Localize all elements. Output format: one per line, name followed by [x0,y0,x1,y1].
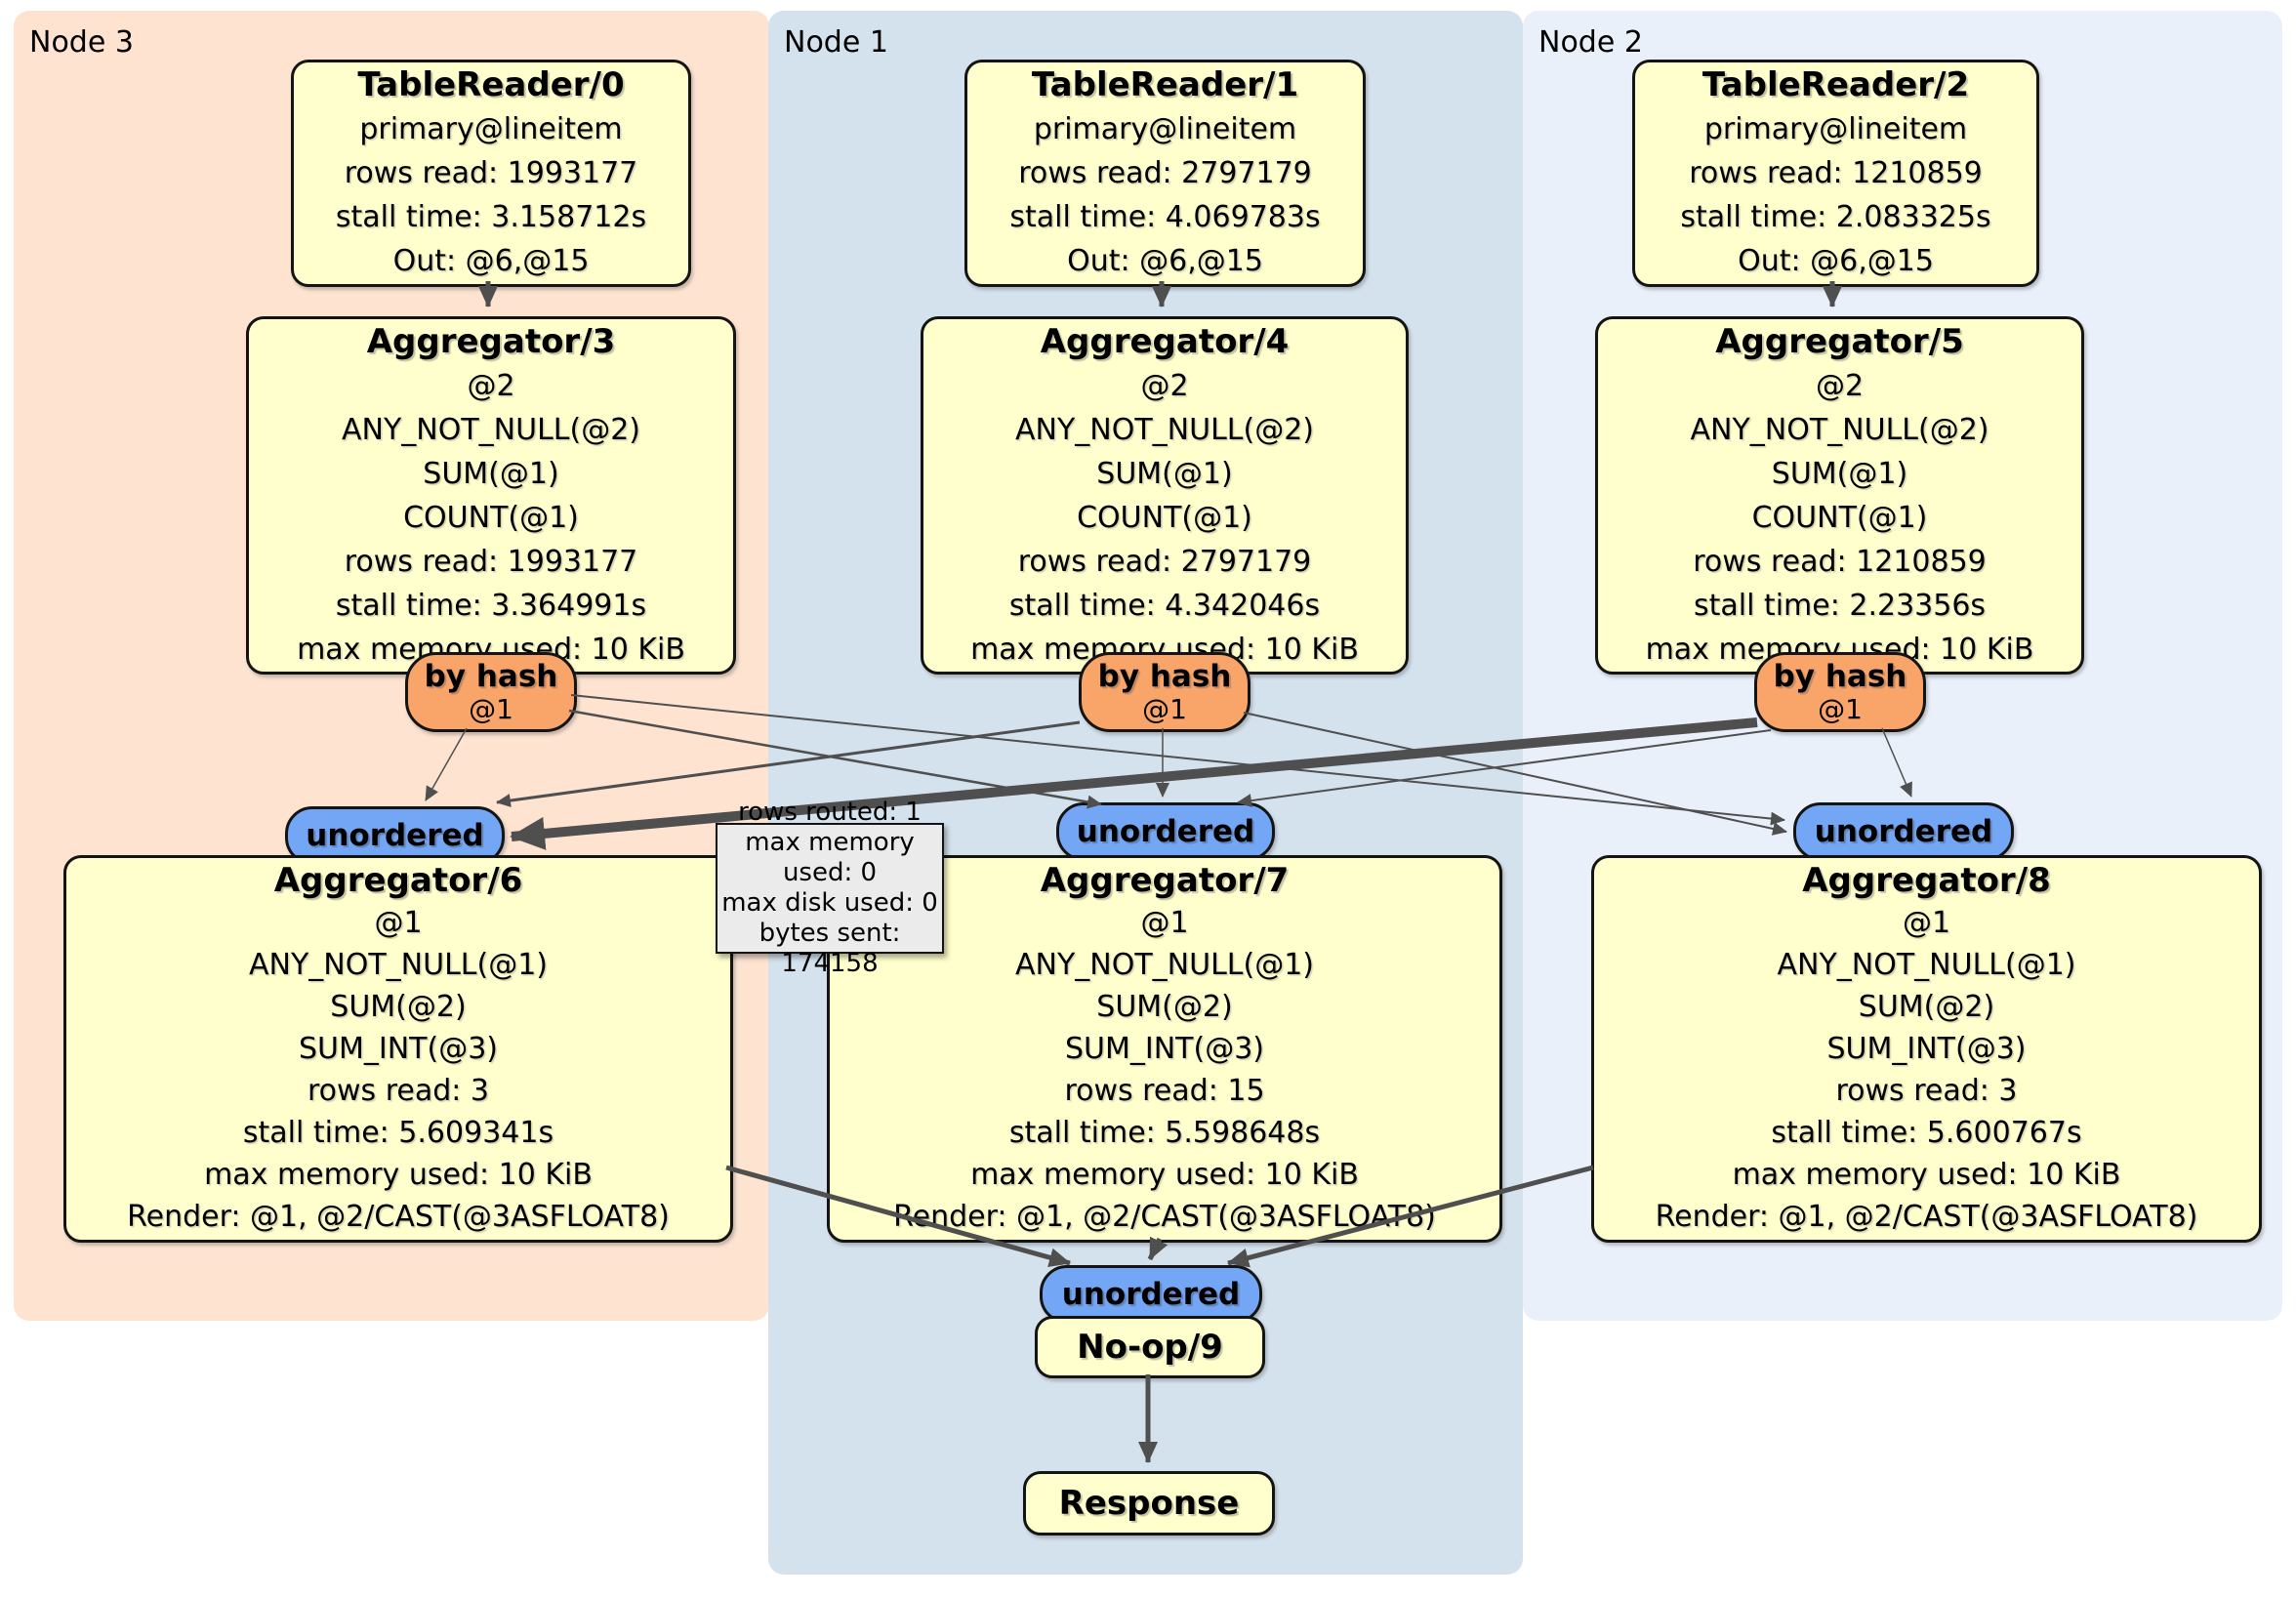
router-by-hash-node3[interactable]: by hash @1 [405,652,577,732]
processor-title: Aggregator/5 [1715,321,1964,361]
stream-unordered-node2[interactable]: unordered [1793,802,2014,861]
processor-title: Aggregator/6 [273,861,523,900]
processor-title: No-op/9 [1077,1327,1223,1367]
processor-tablereader-2[interactable]: TableReader/2 primary@lineitem rows read… [1632,60,2039,287]
tooltip-line: bytes sent: 174158 [758,919,901,978]
processor-aggregator-4[interactable]: Aggregator/4 @2 ANY_NOT_NULL(@2) SUM(@1)… [921,316,1409,675]
processor-title: Aggregator/8 [1802,861,2051,900]
processor-title: TableReader/1 [1031,65,1299,104]
panel-label-node-3: Node 3 [29,25,134,60]
stream-unordered-node1[interactable]: unordered [1056,802,1275,861]
processor-aggregator-3[interactable]: Aggregator/3 @2 ANY_NOT_NULL(@2) SUM(@1)… [246,316,736,675]
processor-title: Aggregator/7 [1040,861,1290,900]
router-by-hash-node2[interactable]: by hash @1 [1754,652,1926,732]
tooltip-line: rows routed: 1 [738,798,922,827]
panel-label-node-1: Node 1 [784,25,888,60]
processor-tablereader-0[interactable]: TableReader/0 primary@lineitem rows read… [291,60,691,287]
processor-noop-9[interactable]: No-op/9 [1035,1316,1265,1378]
stream-stats-tooltip: rows routed: 1 max memory used: 0 max di… [716,798,944,978]
router-by-hash-node1[interactable]: by hash @1 [1079,652,1250,732]
processor-title: TableReader/2 [1702,65,1970,104]
processor-title: Aggregator/4 [1040,321,1290,361]
processor-aggregator-8[interactable]: Aggregator/8 @1 ANY_NOT_NULL(@1) SUM(@2)… [1591,855,2262,1243]
panel-label-node-2: Node 2 [1538,25,1643,60]
processor-aggregator-6[interactable]: Aggregator/6 @1 ANY_NOT_NULL(@1) SUM(@2)… [63,855,733,1243]
processor-tablereader-1[interactable]: TableReader/1 primary@lineitem rows read… [964,60,1366,287]
processor-response[interactable]: Response [1023,1471,1275,1536]
processor-title: Aggregator/3 [366,321,616,361]
processor-title: Response [1058,1483,1240,1523]
processor-aggregator-5[interactable]: Aggregator/5 @2 ANY_NOT_NULL(@2) SUM(@1)… [1595,316,2084,675]
tooltip-line: max disk used: 0 [721,888,938,918]
stream-unordered-output[interactable]: unordered [1040,1265,1262,1324]
processor-title: TableReader/0 [357,65,625,104]
tooltip-line: max memory used: 0 [745,828,915,887]
